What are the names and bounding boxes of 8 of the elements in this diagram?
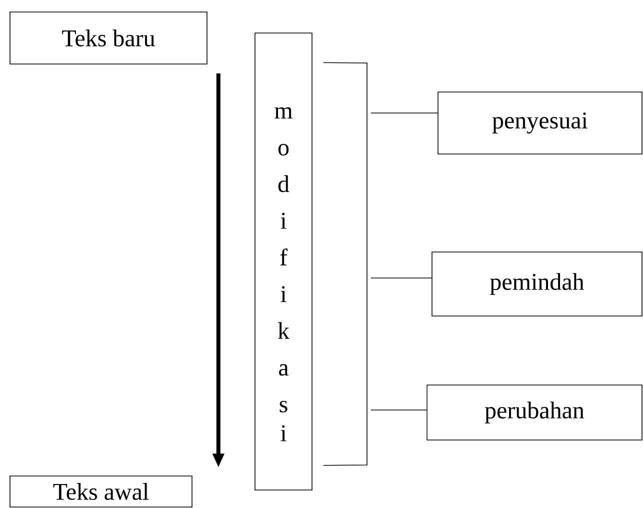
label-box: pemindah	[432, 252, 642, 316]
vertical-text-box: modifikasi	[254, 32, 312, 490]
text-box: Teks awal	[10, 476, 192, 508]
bracket	[323, 62, 368, 466]
label-box: perubahan	[426, 384, 642, 440]
text-box: Teks baru	[10, 12, 208, 64]
branch-line	[370, 112, 438, 114]
label-box: penyesuai	[438, 92, 642, 154]
